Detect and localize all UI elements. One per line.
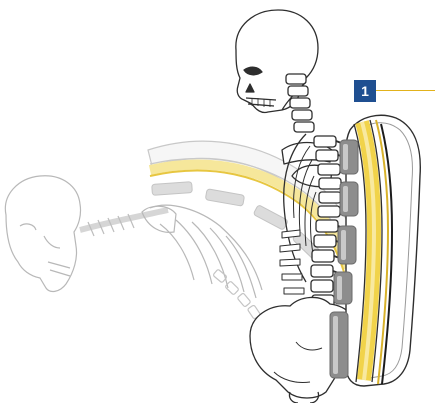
backrest-cushion [330, 115, 420, 386]
callout-leader-line [376, 90, 435, 91]
callout-number-badge: 1 [354, 80, 376, 102]
